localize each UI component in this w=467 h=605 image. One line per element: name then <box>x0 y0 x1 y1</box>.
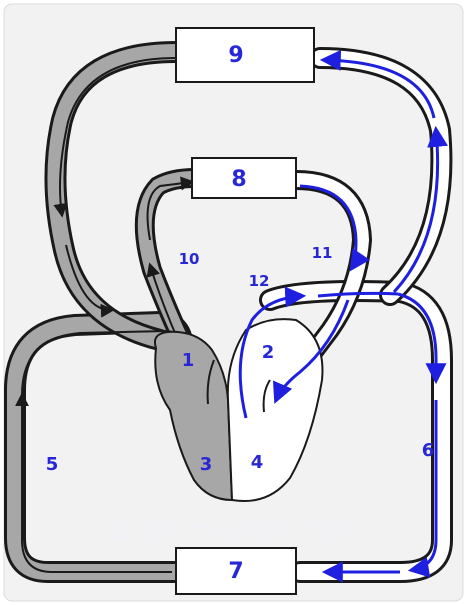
organ-box-9 <box>176 28 314 82</box>
label-6: 6 <box>422 440 435 461</box>
label-11: 11 <box>312 244 333 262</box>
label-9: 9 <box>228 43 243 68</box>
label-3: 3 <box>200 454 213 475</box>
label-5: 5 <box>46 454 59 475</box>
watermark-text: brainmaster.com <box>111 513 365 548</box>
label-10: 10 <box>179 250 200 268</box>
label-12: 12 <box>249 272 270 290</box>
label-4: 4 <box>251 452 264 473</box>
label-7: 7 <box>228 559 243 584</box>
label-8: 8 <box>231 167 246 192</box>
label-2: 2 <box>262 342 275 363</box>
label-1: 1 <box>182 350 195 371</box>
